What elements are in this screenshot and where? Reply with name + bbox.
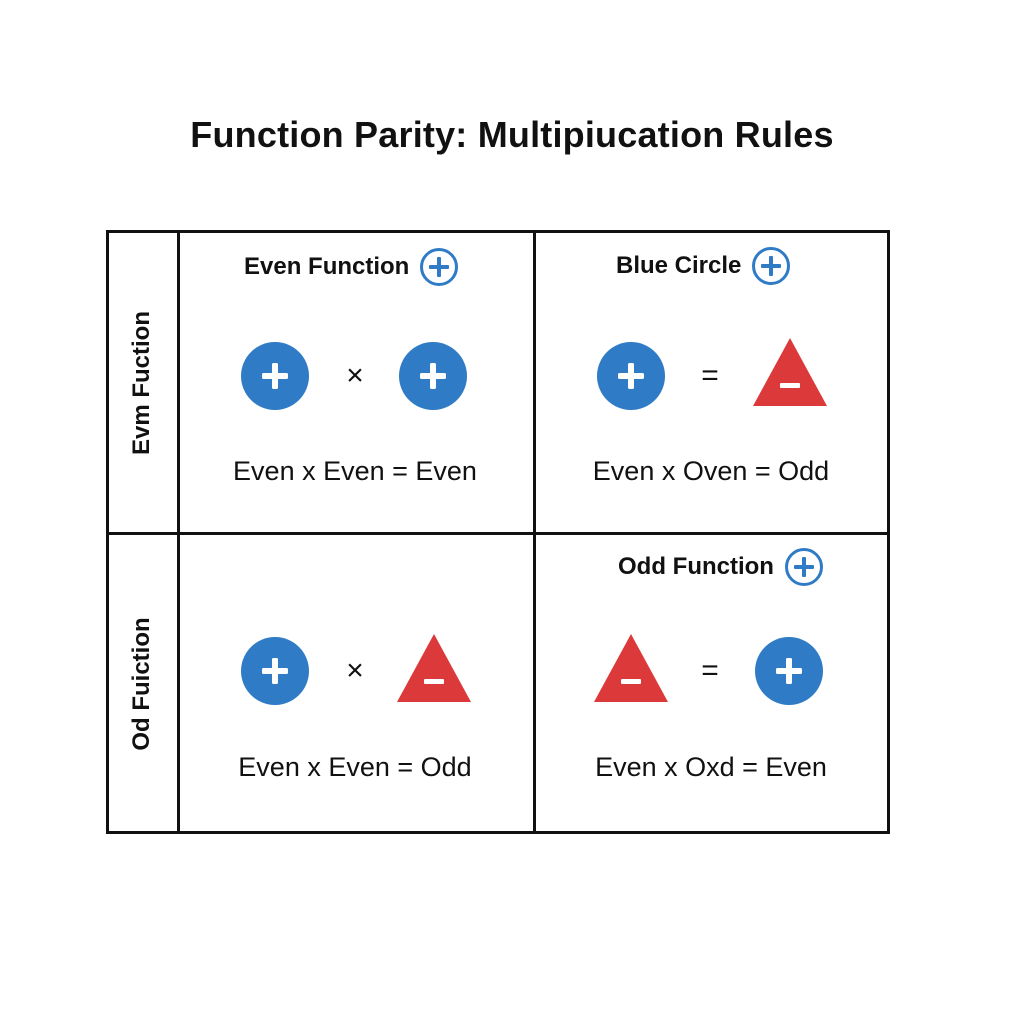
row-label-bottom: Od Fuiction [128,617,155,751]
red-minus-triangle-icon [594,634,668,702]
cell-header-bottom-right: Odd Function [618,545,824,589]
equals-operator: = [701,654,719,687]
row-label-top: Evm Fuction [128,311,155,456]
row-divider [106,532,890,535]
equation-bottom-left: Even x Even = Odd [238,752,472,782]
equals-operator: = [701,359,719,392]
equation-top-right: Even x Oven = Odd [592,456,830,486]
multiply-operator: × [346,359,364,392]
plus-outline-circle-icon [420,248,459,286]
cell-header-top-left: Even Function [244,245,459,289]
blue-plus-circle-icon [241,637,309,705]
plus-outline-circle-icon [784,548,823,586]
cell-header-label: Blue Circle [616,252,742,279]
blue-plus-circle-icon [597,342,665,410]
plus-outline-circle-icon [752,247,791,285]
cell-header-label: Odd Function [618,553,774,580]
blue-plus-circle-icon [241,342,309,410]
cell-header-top-right: Blue Circle [616,244,791,288]
blue-plus-circle-icon [755,637,823,705]
equation-bottom-right: Even x Oxd = Even [595,752,827,782]
red-minus-triangle-icon [397,634,471,702]
page-title: Function Parity: Multipiucation Rules [190,114,834,155]
multiply-operator: × [346,654,364,687]
red-minus-triangle-icon [753,338,827,406]
blue-plus-circle-icon [399,342,467,410]
equation-top-left: Even x Even = Even [233,456,477,486]
cell-header-label: Even Function [244,253,410,280]
